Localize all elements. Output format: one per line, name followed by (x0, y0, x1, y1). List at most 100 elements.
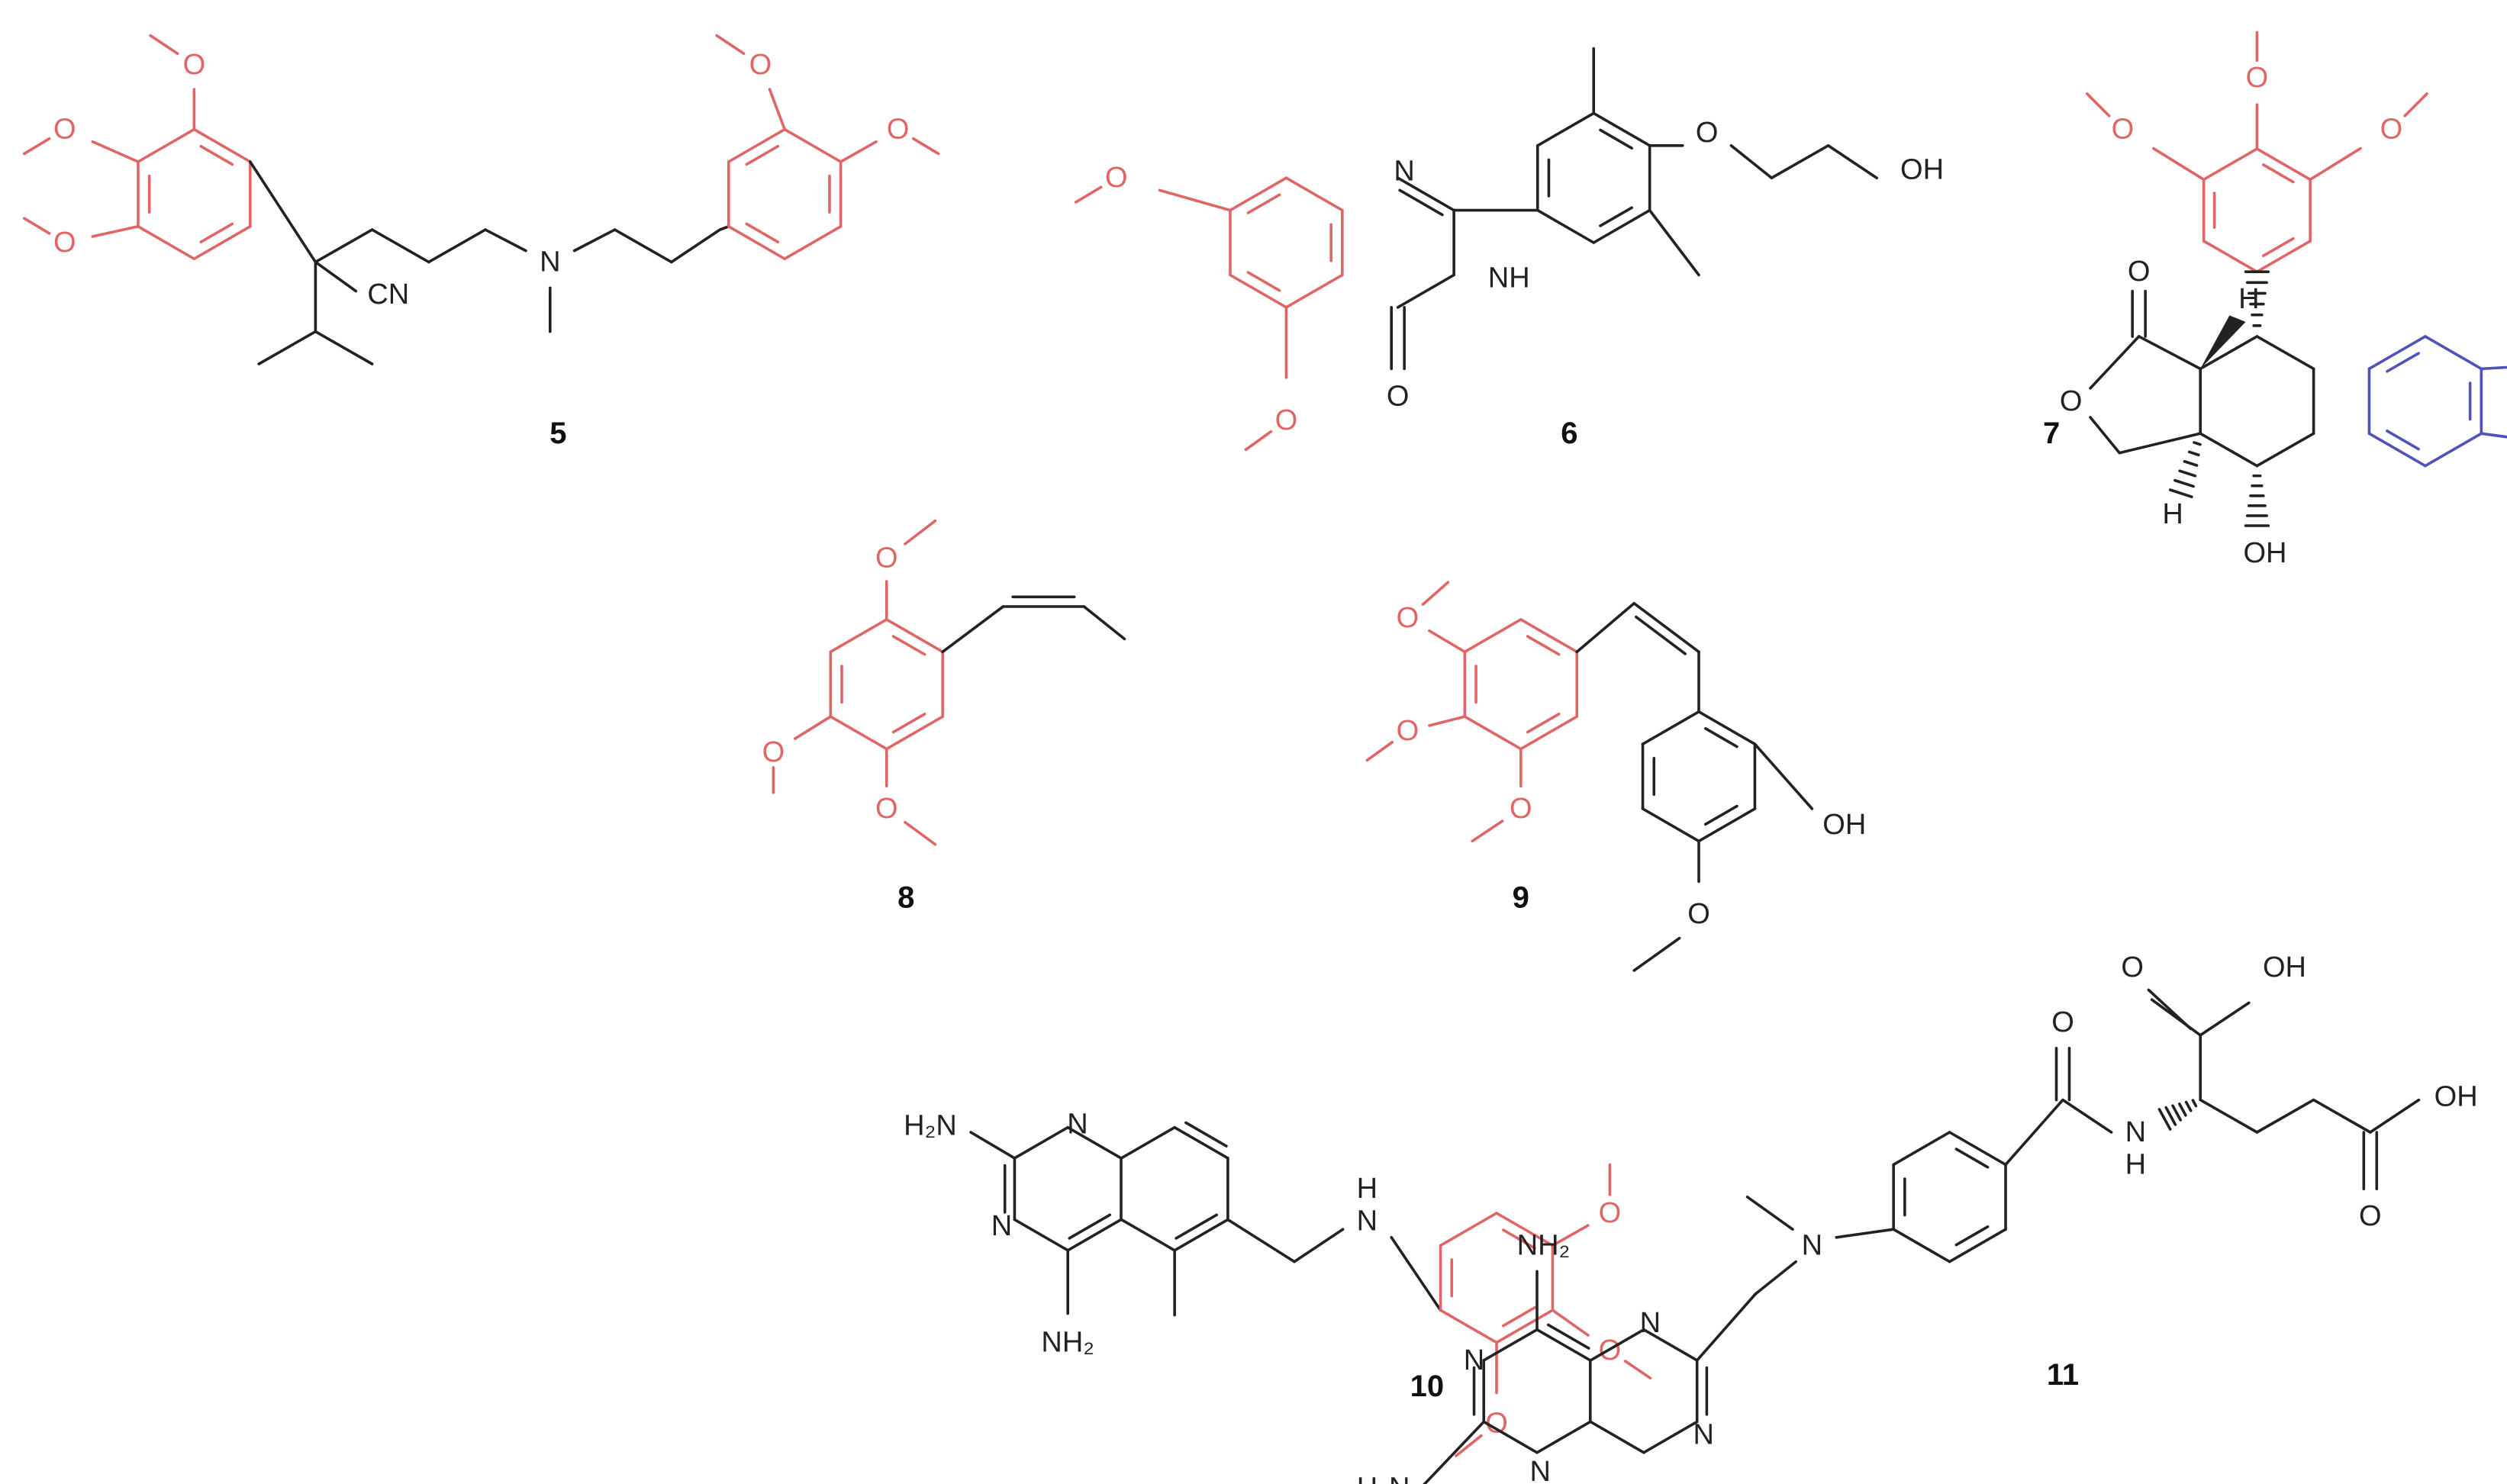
methoxy-oxygen: O (887, 114, 910, 146)
compound-number-label: 8 (897, 881, 914, 915)
bond (885, 715, 944, 751)
bond (2312, 1098, 2372, 1134)
bond (91, 140, 140, 163)
bond (727, 224, 786, 261)
bond (745, 222, 780, 243)
bond (2173, 478, 2195, 488)
bond (1246, 193, 1281, 214)
atom-label: N (1530, 1456, 1551, 1484)
bond (2480, 365, 2507, 371)
bond (1013, 1125, 1069, 1160)
methoxy-oxygen: O (1397, 602, 1419, 634)
bond (941, 605, 1005, 654)
compound-11: NNNH₂H₂NNNNONHOOHOHO11 (1357, 951, 2478, 1484)
methoxy-oxygen: O (183, 49, 206, 81)
bond (2480, 432, 2507, 439)
atom-label: N (1394, 156, 1414, 188)
bond (2147, 988, 2193, 1031)
bond (2137, 335, 2202, 371)
bond (370, 228, 430, 264)
bond (1599, 128, 1633, 150)
atom-label: N (1067, 1108, 1088, 1140)
bond (1954, 1148, 1990, 1169)
bond (199, 222, 234, 243)
bond (891, 712, 926, 734)
atom-label: OH (2263, 951, 2306, 983)
bond (1365, 740, 1394, 762)
methoxy-oxygen: O (2380, 114, 2403, 146)
bond (1835, 1228, 1895, 1239)
bond (2199, 1098, 2259, 1134)
bond (1599, 206, 1633, 227)
bond (2061, 1098, 2113, 1134)
bond (2199, 335, 2259, 371)
bond (1158, 188, 1232, 212)
bond (718, 224, 730, 231)
bond (1463, 618, 1523, 654)
atom-label: N (1802, 1229, 1822, 1261)
bond (1428, 629, 1467, 654)
atom-label: OH (2244, 537, 2287, 569)
methoxy-oxygen: O (762, 736, 785, 768)
bond (1082, 605, 1126, 641)
bond (2199, 432, 2259, 468)
methoxy-oxygen: O (1687, 898, 1710, 930)
bond (1428, 715, 1467, 727)
bond (1284, 176, 1344, 212)
bond (1632, 601, 1700, 654)
bond (1482, 1420, 1539, 1454)
bond (839, 140, 878, 163)
methoxy-oxygen: O (1105, 162, 1128, 194)
bond (22, 217, 51, 235)
bond (1697, 710, 1757, 746)
bond (1066, 1125, 1123, 1160)
bond (2178, 1103, 2187, 1117)
bond (1075, 185, 1103, 204)
methoxy-oxygen: O (53, 114, 76, 146)
bond (2424, 432, 2483, 468)
bond (1482, 1328, 1539, 1362)
bond (745, 144, 780, 166)
bond (1502, 1306, 1536, 1328)
compound-number-label: 10 (1410, 1370, 1445, 1403)
bond (1623, 1360, 1652, 1380)
bond (829, 618, 888, 654)
bond (1244, 430, 1273, 452)
bond (137, 224, 196, 261)
bond (2369, 1098, 2421, 1134)
bond (1502, 1228, 1536, 1250)
bond (2191, 1099, 2198, 1108)
bond (1592, 208, 1651, 244)
bond (2255, 1098, 2315, 1134)
bond (1589, 1420, 1645, 1454)
bond (1293, 1228, 1345, 1263)
atom-label: O (1387, 380, 1410, 412)
atom-label: NH₂ (1041, 1327, 1094, 1359)
bond (1398, 188, 1444, 217)
compound-7: OOOOOOOHHOH7 (2043, 31, 2507, 569)
bond (783, 224, 843, 261)
bond (2403, 92, 2428, 117)
methoxy-oxygen: O (1397, 715, 1419, 747)
bond (1175, 1213, 1218, 1240)
bond (1589, 1328, 1645, 1362)
bond (1421, 581, 1450, 606)
bond (314, 228, 374, 264)
bond (314, 330, 374, 365)
bond (2004, 1098, 2064, 1167)
bond (1284, 273, 1344, 309)
bond (2261, 163, 2295, 184)
atom-label: OH (1822, 809, 1866, 841)
bond (2171, 1104, 2182, 1122)
bond (1642, 1328, 1699, 1362)
bond (1184, 1121, 1228, 1148)
atom-label: H₂N (904, 1110, 957, 1142)
bond (1632, 936, 1681, 972)
atom-label: O (2051, 1006, 2074, 1038)
methoxy-oxygen: O (1599, 1197, 1622, 1229)
bond (1229, 273, 1288, 309)
